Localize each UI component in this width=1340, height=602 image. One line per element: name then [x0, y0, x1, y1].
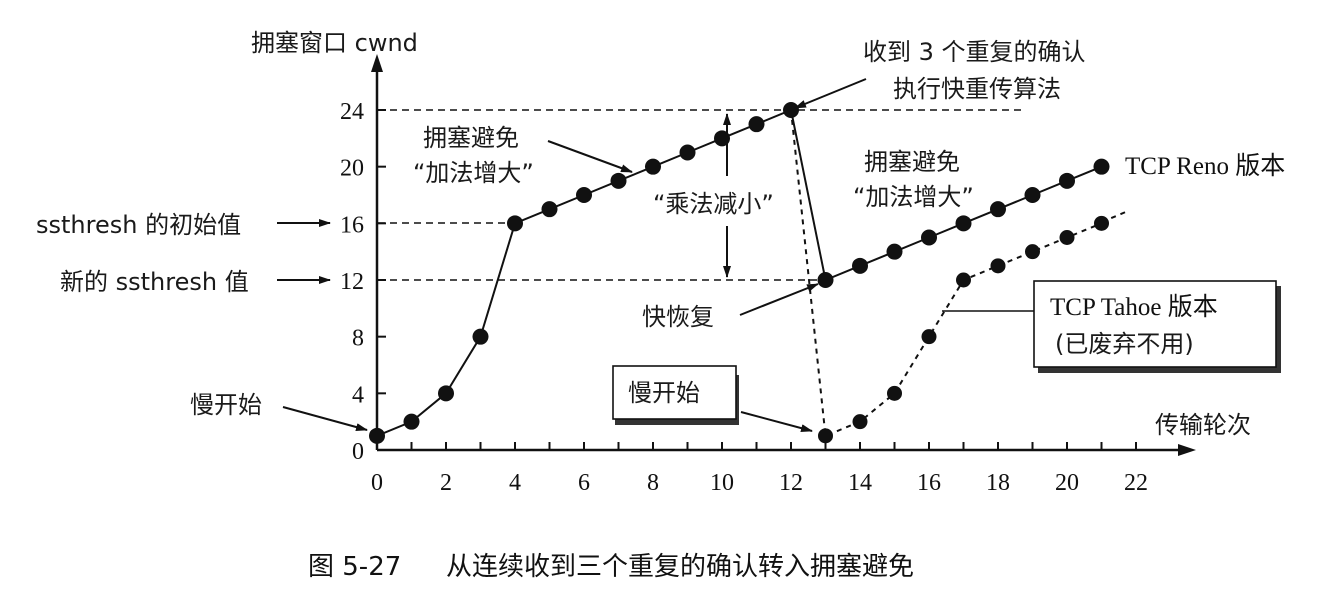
- dup-ack-arrow: [794, 78, 867, 109]
- y-tick-label: 24: [340, 99, 364, 125]
- reno-data-point: [403, 413, 420, 430]
- reno-data-point: [507, 215, 523, 232]
- reno-data-point: [1024, 187, 1041, 203]
- x-tick-label: 8: [647, 470, 659, 496]
- tahoe-data-points: [818, 215, 1109, 444]
- tahoe-box: TCP Tahoe 版本 (已废弃不用): [1033, 280, 1281, 373]
- reference-lines: [378, 109, 1025, 281]
- y-tick-labels: 0 4 8 12 16 20 24: [340, 99, 364, 465]
- reno-data-point: [1093, 158, 1110, 175]
- x-tick-label: 12: [779, 470, 803, 496]
- reno-data-point: [610, 172, 627, 189]
- caption-text: 从连续收到三个重复的确认转入拥塞避免: [446, 552, 914, 582]
- y-axis-arrow-icon: [371, 54, 383, 72]
- y-tick-label: 20: [340, 156, 364, 182]
- reno-data-points: [369, 102, 1110, 444]
- tahoe-data-point: [956, 272, 971, 288]
- y-tick-label: 12: [340, 269, 364, 295]
- slow-start-box: 慢开始: [612, 365, 739, 425]
- tahoe-data-point: [887, 385, 902, 401]
- reno-data-point: [369, 427, 385, 444]
- y-tick-label: 8: [352, 326, 364, 352]
- x-tick-label: 10: [710, 470, 734, 496]
- caption-number: 图 5-27: [308, 552, 401, 582]
- reno-data-point: [714, 130, 730, 147]
- x-tick-labels: 0 2 4 6 8 10 12 14 16 18 20 22: [371, 470, 1148, 496]
- y-tick-label: 16: [340, 212, 364, 238]
- annotation-arrows: [277, 78, 1034, 433]
- tahoe-data-point: [1059, 230, 1075, 245]
- figure-caption: 图 5-27 从连续收到三个重复的确认转入拥塞避免: [308, 552, 914, 582]
- tahoe-data-point: [818, 428, 833, 444]
- mult-decrease-label: “乘法减小”: [653, 190, 774, 218]
- reno-data-point: [748, 116, 765, 133]
- y-tick-label: 4: [352, 382, 364, 408]
- ssthresh-new-label: 新的 ssthresh 值: [60, 268, 249, 296]
- tahoe-data-point: [990, 258, 1006, 274]
- x-tick-label: 6: [578, 470, 590, 496]
- x-tick-label: 20: [1055, 470, 1079, 496]
- ca1-label-line2: “加法增大”: [413, 159, 534, 187]
- tahoe-data-point: [852, 414, 868, 430]
- x-tick-label: 0: [371, 470, 383, 496]
- tahoe-data-point: [1094, 215, 1109, 231]
- reno-data-point: [541, 201, 558, 218]
- tahoe-data-point: [1025, 244, 1040, 260]
- x-tick-label: 16: [917, 470, 941, 496]
- y-tick-label: 0: [352, 439, 364, 465]
- reno-data-point: [783, 102, 799, 118]
- x-tick-label: 14: [848, 470, 872, 496]
- reno-data-point: [472, 328, 489, 345]
- slow-start-left-label: 慢开始: [190, 391, 262, 419]
- reno-data-point: [921, 229, 937, 246]
- slow-start-left-arrow: [282, 406, 368, 431]
- reno-data-point: [852, 257, 868, 274]
- reno-data-point: [645, 158, 661, 175]
- slow-start-boxed-label: 慢开始: [628, 379, 700, 407]
- axes: [371, 54, 1196, 456]
- dup-ack-label-line1: 收到 3 个重复的确认: [863, 38, 1086, 66]
- reno-data-point: [817, 272, 834, 288]
- reno-data-point: [1059, 172, 1075, 189]
- tahoe-label-line1: TCP Tahoe 版本: [1050, 293, 1218, 321]
- ca2-label-line2: “加法增大”: [853, 183, 974, 211]
- ca1-arrow: [547, 140, 633, 173]
- x-tick-label: 2: [440, 470, 452, 496]
- slow-start-boxed-arrow: [740, 411, 813, 433]
- ssthresh-initial-label: ssthresh 的初始值: [36, 211, 241, 239]
- reno-data-point: [990, 201, 1006, 218]
- x-tick-label: 18: [986, 470, 1010, 496]
- reno-label: TCP Reno 版本: [1125, 152, 1285, 180]
- fast-recovery-arrow: [739, 283, 819, 316]
- y-ticks: [377, 109, 386, 395]
- reno-data-point: [438, 385, 454, 402]
- fast-recovery-label: 快恢复: [642, 303, 714, 331]
- x-axis-arrow-icon: [1178, 444, 1196, 456]
- reno-data-point: [886, 243, 903, 260]
- ca2-label-line1: 拥塞避免: [864, 148, 960, 176]
- reno-data-point: [955, 215, 972, 232]
- tahoe-data-point: [921, 329, 937, 345]
- reno-series-line: [376, 108, 1102, 437]
- y-axis-title: 拥塞窗口 cwnd: [251, 29, 418, 57]
- reno-data-point: [576, 187, 592, 203]
- tahoe-label-line2: (已废弃不用): [1055, 330, 1194, 358]
- ca1-label-line1: 拥塞避免: [423, 124, 519, 152]
- dup-ack-label-line2: 执行快重传算法: [893, 75, 1061, 103]
- x-axis-title: 传输轮次: [1155, 411, 1251, 439]
- x-tick-label: 22: [1124, 470, 1148, 496]
- reno-data-point: [679, 144, 696, 161]
- x-tick-label: 4: [509, 470, 521, 496]
